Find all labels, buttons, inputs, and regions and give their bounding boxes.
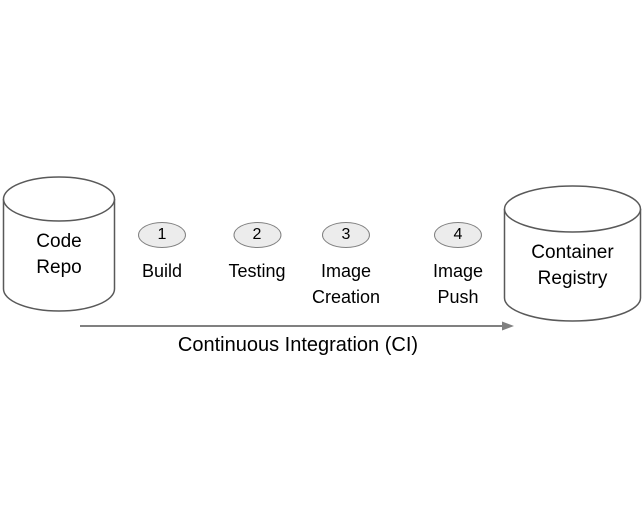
code-repo-label: Code Repo [36, 231, 82, 278]
step-3-label: Image Creation [311, 261, 381, 307]
step-4-label: Image Push [432, 261, 484, 307]
step-image-push: 4 Image Push [433, 222, 483, 310]
ci-flow-arrow-icon [80, 321, 514, 331]
step-4-badge: 4 [434, 222, 482, 248]
step-1-badge: 1 [138, 222, 186, 248]
code-repo-cylinder-icon [2, 176, 116, 312]
ci-arrow-label: Continuous Integration (CI) [177, 334, 419, 356]
step-3-badge: 3 [321, 222, 370, 248]
container-registry-label: Container Registry [531, 242, 614, 289]
step-testing: 2 Testing [228, 222, 286, 284]
step-4-number: 4 [453, 226, 463, 243]
step-2-badge: 2 [232, 222, 281, 248]
step-2-number: 2 [252, 226, 262, 243]
step-1-number: 1 [157, 226, 167, 243]
step-image-creation: 3 Image Creation [312, 222, 380, 310]
step-1-label: Build [141, 261, 183, 281]
step-3-number: 3 [341, 226, 351, 243]
step-build: 1 Build [138, 222, 186, 284]
container-registry-cylinder-icon [503, 185, 642, 322]
step-2-label: Testing [228, 261, 286, 281]
